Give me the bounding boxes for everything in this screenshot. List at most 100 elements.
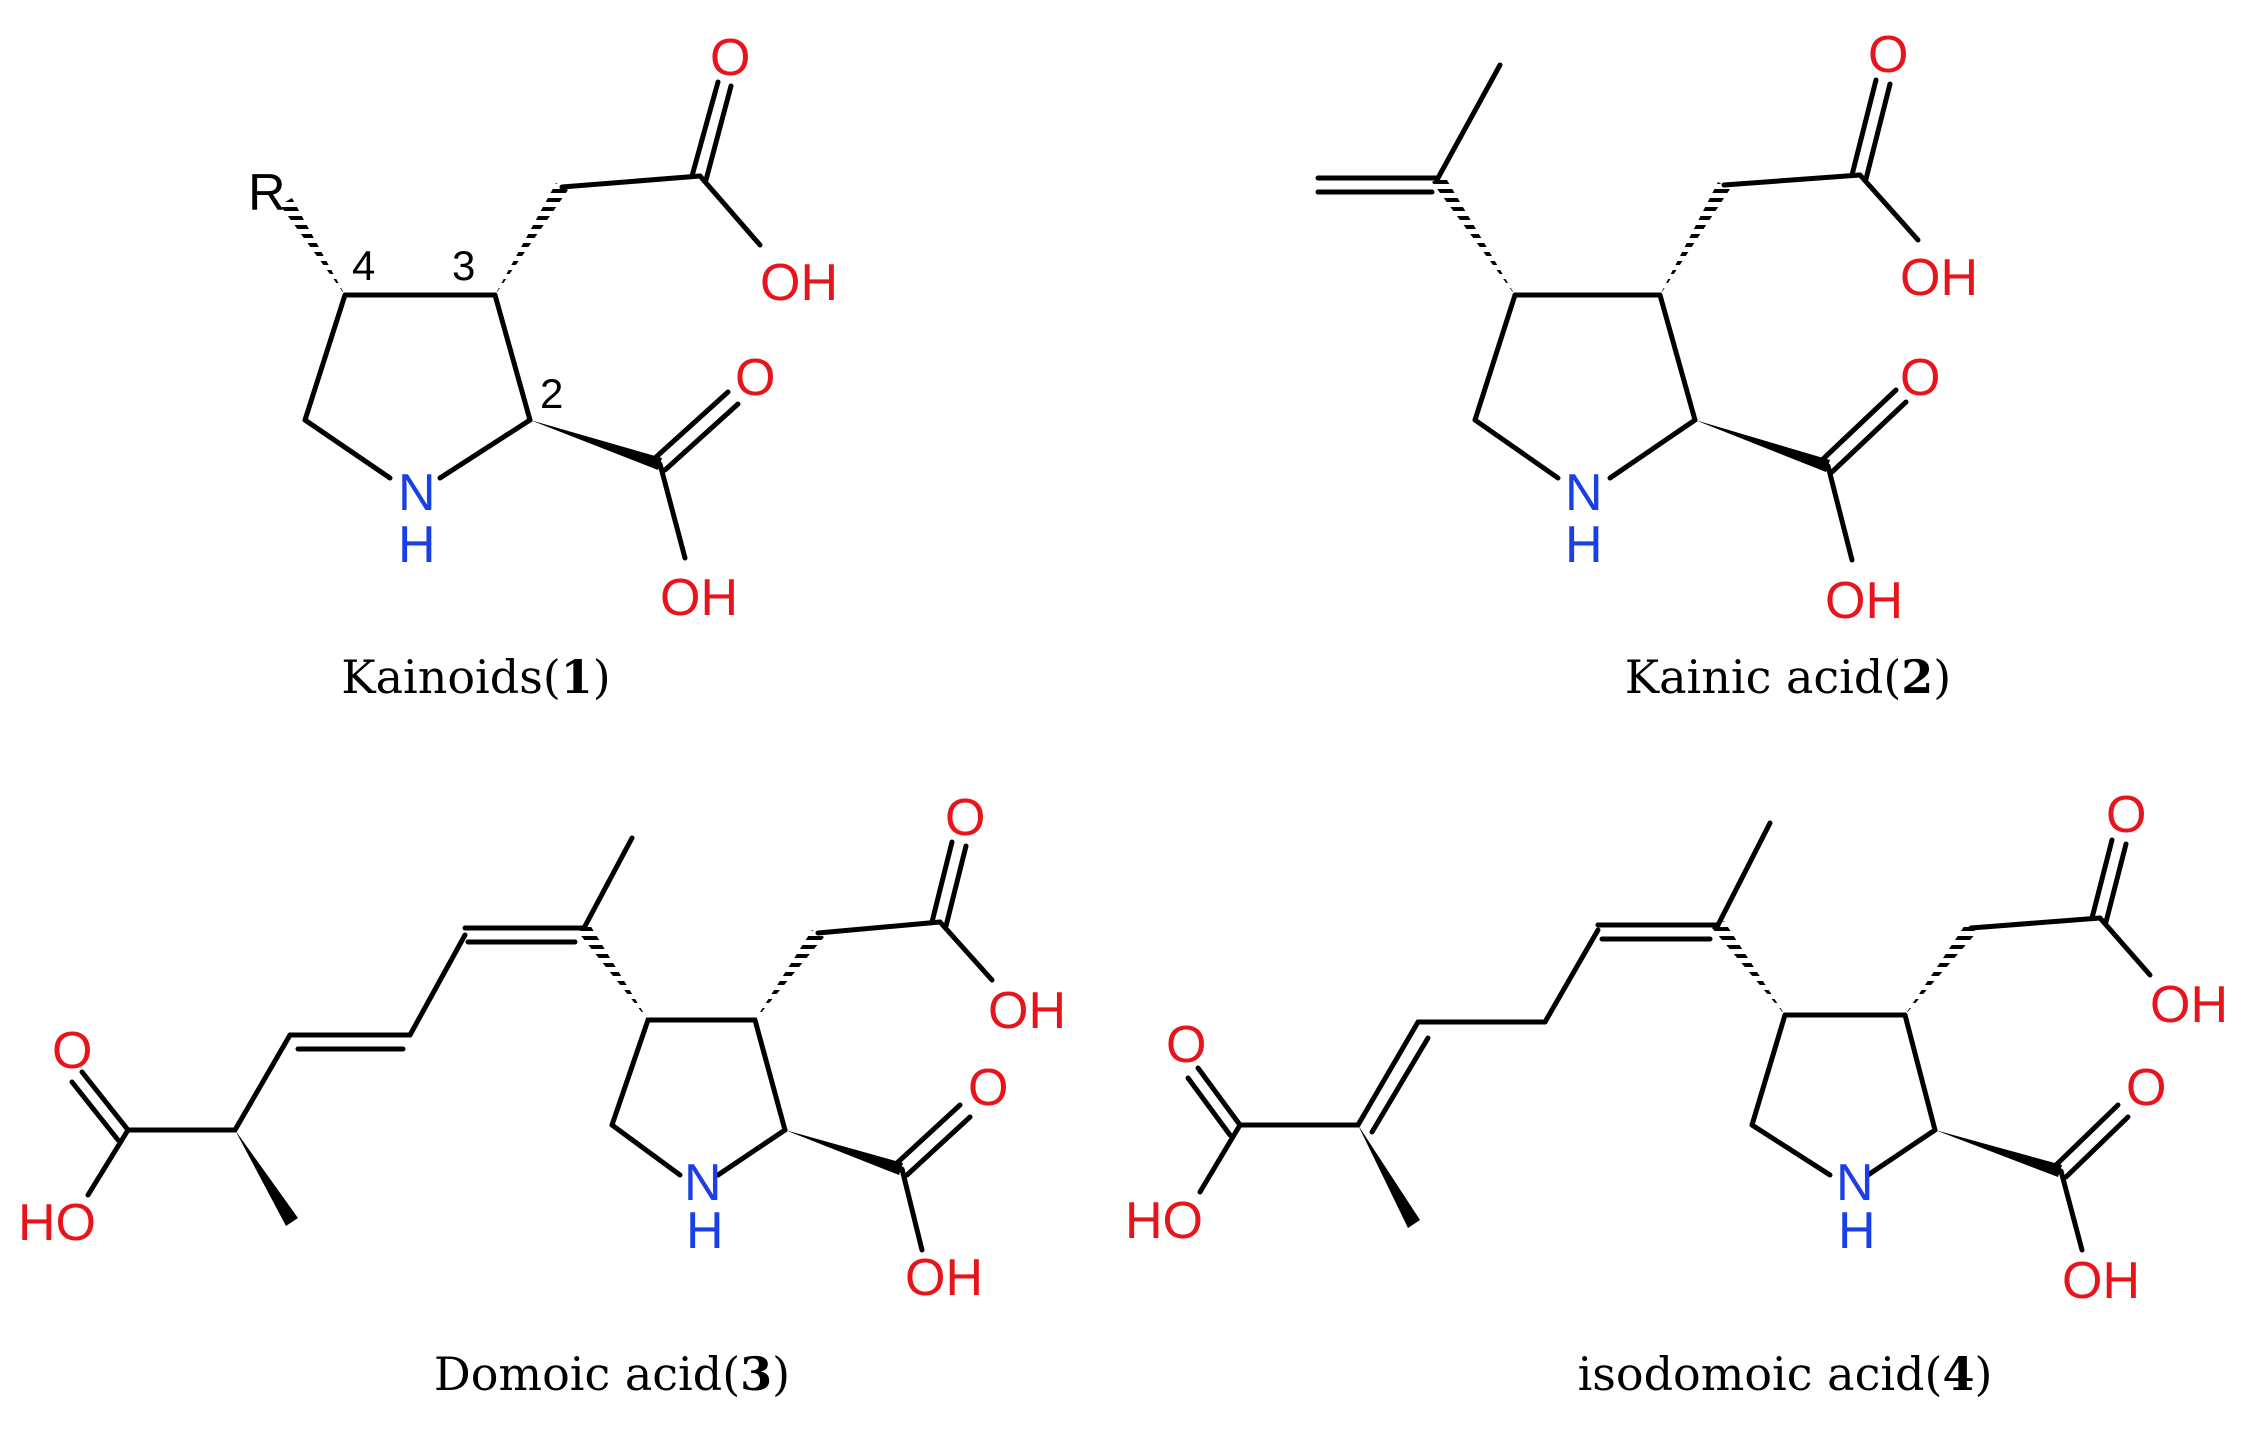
atom-n: N <box>398 464 436 522</box>
bond-carboxyl-oh <box>1825 463 1855 563</box>
bond-side-double-o-b <box>1185 1075 1233 1138</box>
bond-c2-n <box>437 417 533 481</box>
bold-wedge-methyl <box>1358 1125 1420 1228</box>
hashed-wedge-c4-isopropenyl <box>1432 175 1515 295</box>
bond-n-c5 <box>609 1122 683 1178</box>
bond-c-double-o-b <box>943 843 969 929</box>
hashed-wedge-c3-ch2 <box>495 183 568 295</box>
molecule-kainoids: R O OH O OH N H 4 3 2 Kainoids(1) <box>248 29 838 704</box>
hashed-wedge-c3-ch2 <box>755 930 824 1020</box>
atom-ho-side: HO <box>18 1194 96 1252</box>
atom-oh-acetic: OH <box>988 982 1066 1040</box>
bond-e-double-a <box>1355 1019 1421 1128</box>
bond-c-oh <box>697 173 763 248</box>
caption-kainoids: Kainoids(1) <box>341 650 611 704</box>
bond-c3-c2 <box>1902 1012 1938 1133</box>
atom-r-label: R <box>248 164 286 222</box>
atom-oh-acetic: OH <box>2150 976 2228 1034</box>
bond-carboxyl-oh <box>657 461 688 561</box>
bold-wedge-c2-carboxyl <box>1695 420 1830 472</box>
bond-c5-c4 <box>609 1017 651 1128</box>
atom-o-carboxyl: O <box>2126 1059 2166 1117</box>
bond-c3-c2 <box>492 292 533 423</box>
bond-carboxyl-double-o-a <box>894 1102 963 1166</box>
bond-chain-2 <box>232 1032 293 1133</box>
atom-o-acetic-carbonyl: O <box>710 29 750 87</box>
bond-c-double-o-a <box>2089 837 2115 921</box>
molecule-kainic-acid: O OH O OH N H Kainic acid(2) <box>1315 26 1978 704</box>
bond-ch2-cooh <box>559 173 703 190</box>
atom-n: N <box>1565 464 1603 522</box>
bond-ch2-cooh <box>1721 172 1863 188</box>
atom-o-acetic-carbonyl: O <box>1868 26 1908 84</box>
locant-4: 4 <box>352 242 375 289</box>
atom-o-side-carbonyl: O <box>52 1022 92 1080</box>
molecule-isodomoic-acid: O HO O OH O OH N H isodomoic acid(4) <box>1125 786 2228 1401</box>
atom-o-side-carbonyl: O <box>1166 1016 1206 1074</box>
bond-c3-c2 <box>752 1017 788 1133</box>
bond-c-oh <box>1857 172 1921 243</box>
molecule-domoic-acid: O HO O OH O OH N H Domoic acid(3) <box>18 789 1066 1401</box>
bond-c5-c4 <box>1749 1012 1788 1128</box>
atom-o-carboxyl: O <box>1900 349 1940 407</box>
bond-c3-c2 <box>1657 292 1698 423</box>
bond-carboxyl-double-o-b <box>1829 399 1909 475</box>
hashed-wedge-c3-ch2 <box>1660 182 1730 295</box>
bond-c-double-o-b <box>703 83 734 183</box>
bond-chain-1 <box>1542 927 1601 1025</box>
atom-o-carboxyl: O <box>968 1059 1008 1117</box>
bond-c-double-o-b <box>1863 81 1893 182</box>
bond-methyl-top <box>581 835 635 931</box>
bond-carboxyl-double-o-b <box>904 1114 973 1178</box>
hashed-wedge-c4-r <box>280 198 345 295</box>
atom-o-carboxyl: O <box>735 349 775 407</box>
bond-carboxyl-double-o-a <box>2053 1102 2121 1168</box>
bond-c-oh <box>2097 915 2153 978</box>
bond-c-double-o-a <box>1849 77 1879 178</box>
bond-e-double-b <box>1369 1035 1431 1135</box>
atom-o-acetic-carbonyl: O <box>2106 786 2146 844</box>
atom-oh-acetic: OH <box>760 254 838 312</box>
bold-wedge-methyl <box>235 1130 298 1226</box>
bond-n-c5 <box>302 417 393 481</box>
atom-h: H <box>398 516 436 574</box>
bond-carboxyl-oh <box>2058 1168 2085 1253</box>
atom-oh-carboxyl: OH <box>2062 1252 2140 1310</box>
hashed-wedge-c4-chain <box>578 925 648 1020</box>
atom-n: N <box>684 1154 722 1212</box>
bond-side-double-o-b <box>69 1079 121 1143</box>
atom-oh-carboxyl: OH <box>660 569 738 627</box>
bond-carboxyl-double-o-a <box>1819 387 1899 463</box>
bond-c2-n <box>715 1127 788 1178</box>
bond-n-c5 <box>1749 1122 1833 1178</box>
bond-c-double-o-b <box>2103 841 2129 925</box>
bond-ch2-cooh <box>815 919 943 936</box>
atom-oh-carboxyl: OH <box>905 1249 983 1307</box>
atom-h: H <box>1565 516 1603 574</box>
atom-h: H <box>686 1202 724 1260</box>
bold-wedge-c2-carboxyl <box>785 1130 903 1175</box>
bond-carboxyl-double-o-b <box>662 401 741 473</box>
bond-c-double-o-a <box>929 839 955 925</box>
locant-3: 3 <box>452 242 475 289</box>
caption-kainic-acid: Kainic acid(2) <box>1625 650 1952 704</box>
caption-domoic-acid: Domoic acid(3) <box>434 1347 790 1401</box>
atom-o-acetic-carbonyl: O <box>945 789 985 847</box>
bond-side-double-o-a <box>1195 1065 1243 1128</box>
atom-n: N <box>1836 1154 1874 1212</box>
bond-n-c5 <box>1472 417 1561 481</box>
atom-ho-side: HO <box>1125 1192 1203 1250</box>
bond-carboxyl-double-o-b <box>2063 1114 2131 1180</box>
caption-isodomoic-acid: isodomoic acid(4) <box>1578 1347 1993 1401</box>
locant-2: 2 <box>540 370 563 417</box>
atom-h: H <box>1838 1202 1876 1260</box>
bond-c-double-o-a <box>689 79 721 179</box>
bond-side-double-o-a <box>79 1069 131 1133</box>
bold-wedge-c2-carboxyl <box>530 420 662 470</box>
bond-ch2-cooh <box>1968 915 2103 931</box>
bond-c5-c4 <box>1472 292 1518 423</box>
atom-oh-acetic: OH <box>1900 249 1978 307</box>
bond-c-oh <box>937 919 995 983</box>
bond-side-oh <box>1197 1122 1243 1195</box>
